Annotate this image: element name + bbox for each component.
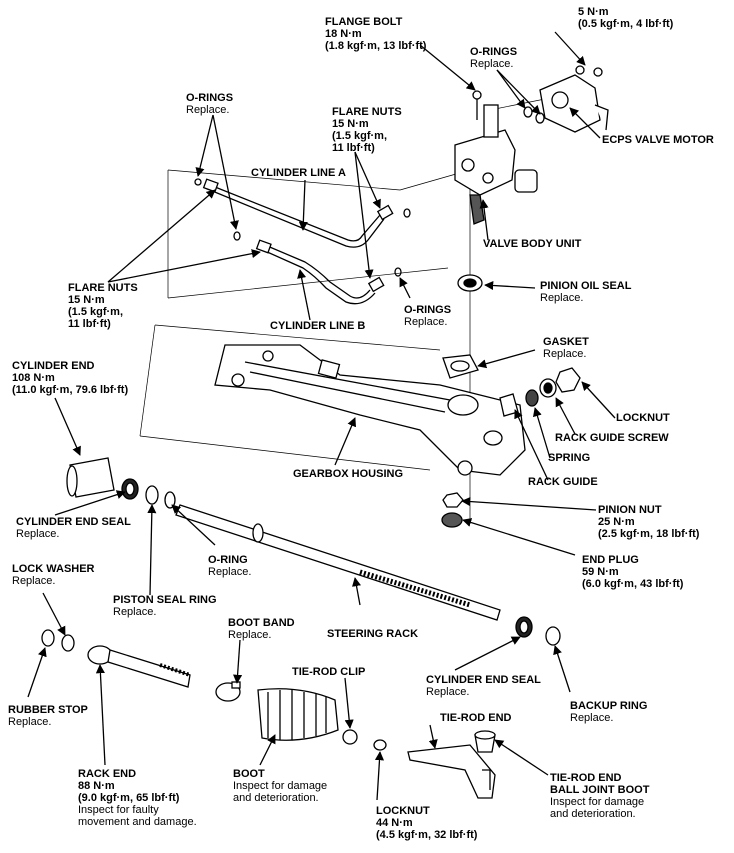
label-valve-motor-torque: 5 N·m (0.5 kgf·m, 4 lbf·ft) xyxy=(578,6,674,30)
label-lock-washer: LOCK WASHER Replace. xyxy=(12,563,95,587)
label-tie-rod-end: TIE-ROD END xyxy=(440,712,512,724)
label-gasket: GASKET Replace. xyxy=(543,336,589,360)
label-ecps-valve-motor: ECPS VALVE MOTOR xyxy=(602,134,714,146)
label-cylinder-end-seal-left: CYLINDER END SEAL Replace. xyxy=(16,516,131,540)
label-orings-left: O-RINGS Replace. xyxy=(186,92,234,116)
pinion-nut-end-plug xyxy=(441,492,464,528)
tie-rod-end xyxy=(407,730,496,799)
gasket xyxy=(442,354,479,379)
label-piston-seal-ring: PISTON SEAL RING Replace. xyxy=(113,594,217,618)
label-end-plug: END PLUG 59 N·m (6.0 kgf·m, 43 lbf·ft) xyxy=(582,554,684,590)
label-spring: SPRING xyxy=(548,452,591,464)
label-backup-ring: BACKUP RING Replace. xyxy=(570,700,648,724)
label-rubber-stop: RUBBER STOP Replace. xyxy=(8,704,88,728)
label-cylinder-end: CYLINDER END 108 N·m (11.0 kgf·m, 79.6 l… xyxy=(12,360,129,396)
assembly-lines xyxy=(139,89,591,520)
label-oring: O-RING Replace. xyxy=(208,554,252,578)
label-boot: BOOT Inspect for damage and deterioratio… xyxy=(233,768,328,804)
gearbox-housing xyxy=(214,344,526,476)
ecps-valve-motor xyxy=(539,65,609,133)
label-steering-rack: STEERING RACK xyxy=(327,628,419,640)
leader-lines xyxy=(27,31,616,801)
valve-body-unit xyxy=(454,90,538,225)
label-tie-rod-end-boot: TIE-ROD END BALL JOINT BOOT Inspect for … xyxy=(550,772,650,820)
label-flare-nuts-top: FLARE NUTS 15 N·m (1.5 kgf·m, 11 lbf·ft) xyxy=(332,106,402,154)
label-flange-bolt: FLANGE BOLT 18 N·m (1.8 kgf·m, 13 lbf·ft… xyxy=(325,16,427,52)
label-valve-body-unit: VALVE BODY UNIT xyxy=(483,238,582,250)
label-orings-mid: O-RINGS Replace. xyxy=(404,304,452,328)
label-orings-top: O-RINGS Replace. xyxy=(470,46,518,70)
orings-top xyxy=(523,106,545,124)
label-cylinder-line-b: CYLINDER LINE B xyxy=(270,320,366,332)
label-pinion-nut: PINION NUT 25 N·m (2.5 kgf·m, 18 lbf·ft) xyxy=(598,504,700,540)
label-cylinder-end-seal-right: CYLINDER END SEAL Replace. xyxy=(426,674,541,698)
label-tie-rod-clip: TIE-ROD CLIP xyxy=(292,666,366,678)
label-rack-guide: RACK GUIDE xyxy=(528,476,598,488)
label-rack-guide-screw: RACK GUIDE SCREW xyxy=(555,432,669,444)
label-rack-end: RACK END 88 N·m (9.0 kgf·m, 65 lbf·ft) I… xyxy=(78,768,197,828)
label-locknut-bottom: LOCKNUT 44 N·m (4.5 kgf·m, 32 lbf·ft) xyxy=(376,805,478,841)
rack-end-parts xyxy=(41,629,191,688)
boot-parts xyxy=(215,681,387,751)
label-boot-band: BOOT BAND Replace. xyxy=(228,617,295,641)
cylinder-line-a xyxy=(194,178,411,248)
label-pinion-oil-seal: PINION OIL SEAL Replace. xyxy=(540,280,632,304)
pinion-oil-seal xyxy=(457,274,483,292)
label-gearbox-housing: GEARBOX HOUSING xyxy=(293,468,404,480)
rack-guide-set xyxy=(499,367,581,417)
label-locknut-right: LOCKNUT xyxy=(616,412,670,424)
cylinder-line-b xyxy=(255,239,402,305)
label-cylinder-line-a: CYLINDER LINE A xyxy=(251,167,346,179)
label-flare-nuts-left: FLARE NUTS 15 N·m (1.5 kgf·m, 11 lbf·ft) xyxy=(68,282,138,330)
cylinder-end xyxy=(66,457,176,509)
